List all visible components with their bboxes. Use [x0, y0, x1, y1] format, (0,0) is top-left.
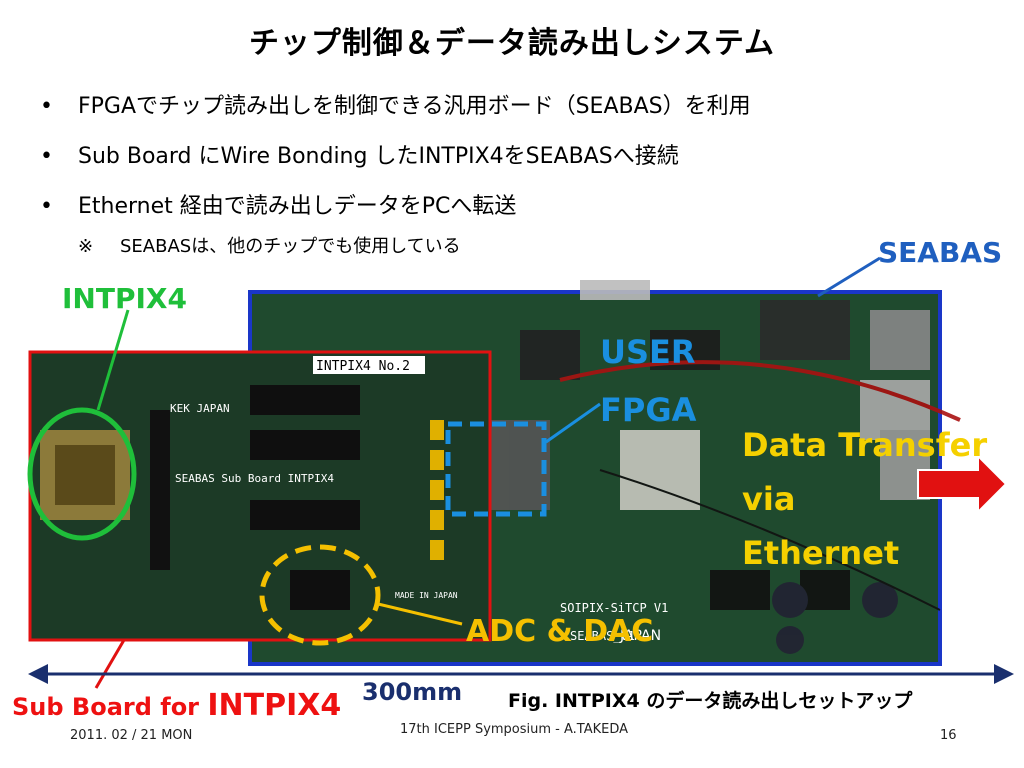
label-fpga: FPGA — [600, 391, 697, 429]
label-line: Ethernet — [742, 534, 900, 572]
board-label: SOIPIX-SiTCP V1 — [560, 601, 668, 615]
double-arrow-icon — [28, 664, 1014, 684]
intpix4-highlight — [27, 407, 137, 541]
label-seabas: SEABAS — [878, 236, 1003, 269]
adc-highlight — [259, 544, 381, 646]
sub-board-outline — [28, 350, 492, 642]
bullet-dot: • — [40, 194, 53, 219]
footer-date: 2011. 02 / 21 MON — [70, 728, 193, 743]
bullet-item: • Sub Board にWire Bonding したINTPIX4をSEABA… — [40, 138, 679, 170]
label-line: via — [742, 480, 796, 518]
label-line: Data Transfer — [742, 426, 988, 464]
fpga-highlight — [445, 421, 547, 517]
right-arrow-icon — [917, 453, 1008, 515]
board-label: KEK JAPAN — [170, 402, 230, 415]
bullet-item: • Ethernet 経由で読み出しデータをPCへ転送 — [40, 188, 516, 220]
board-label: SEABAS Sub Board INTPIX4 — [175, 472, 334, 485]
bullet-text: Ethernet 経由で読み出しデータをPCへ転送 — [78, 194, 517, 219]
bullet-item: • FPGAでチップ読み出しを制御できる汎用ボード（SEABAS）を利用 — [40, 88, 751, 120]
note-mark: ※ — [78, 236, 94, 257]
label-sub-board: Sub Board for INTPIX4 — [12, 688, 341, 723]
figure-caption: Fig. INTPIX4 のデータ読み出しセットアップ — [508, 690, 913, 712]
label-user: USER — [600, 333, 696, 371]
label-adc-dac: ADC & DAC — [466, 614, 654, 649]
page-number: 16 — [940, 728, 957, 743]
bullet-dot: • — [40, 144, 53, 169]
board-label: INTPIX4 No.2 — [316, 359, 410, 374]
bullet-text: FPGAでチップ読み出しを制御できる汎用ボード（SEABAS）を利用 — [78, 94, 751, 119]
label-intpix4: INTPIX4 — [62, 282, 187, 315]
board-label: JAPAN — [619, 628, 661, 644]
note: ※ SEABASは、他のチップでも使用している — [78, 232, 461, 258]
board-components — [490, 280, 961, 654]
label-part: Sub Board for — [12, 693, 208, 721]
bullet-dot: • — [40, 94, 53, 119]
board-label: SEABAS_v1 — [570, 629, 635, 643]
label-data-transfer: Data Transfer via Ethernet — [742, 418, 987, 580]
note-text: SEABASは、他のチップでも使用している — [120, 236, 461, 257]
label-length: 300mm — [362, 678, 463, 706]
bullet-text: Sub Board にWire Bonding したINTPIX4をSEABAS… — [78, 144, 679, 169]
label-part: INTPIX4 — [207, 688, 342, 723]
sub-board-components — [40, 385, 444, 610]
fpga-chip — [620, 430, 700, 510]
footer-presenter: 17th ICEPP Symposium - A.TAKEDA — [400, 722, 629, 737]
slide-title: チップ制御＆データ読み出しシステム — [248, 26, 776, 61]
board-label: MADE IN JAPAN — [395, 591, 458, 600]
